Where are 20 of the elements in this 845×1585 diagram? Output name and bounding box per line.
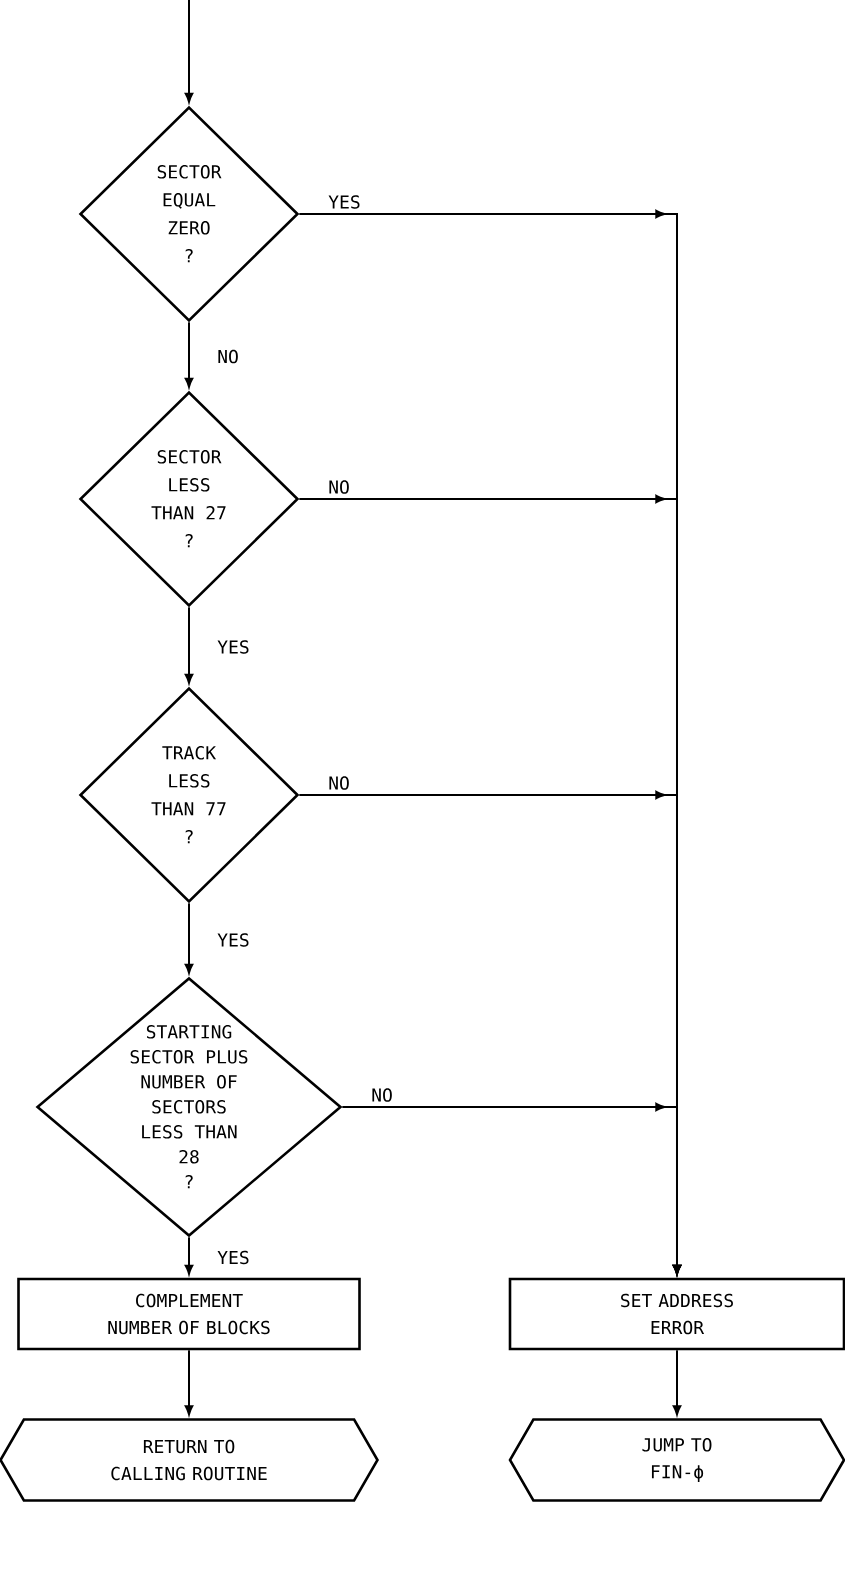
arrow — [184, 321, 194, 388]
edge-label: NO — [369, 1086, 395, 1104]
process-box: SET ADDRESS ERROR — [508, 1277, 845, 1351]
edge-label: NO — [326, 478, 352, 496]
terminal-hexagon: JUMP TO FIN-ϕ — [508, 1418, 845, 1502]
arrow — [184, 1349, 194, 1416]
edge-label: YES — [215, 638, 252, 656]
edge-label: YES — [215, 931, 252, 949]
arrow — [184, 0, 194, 103]
arrow — [184, 606, 194, 684]
arrow — [341, 1102, 682, 1275]
edge-label: NO — [326, 774, 352, 792]
edge-label: NO — [215, 347, 241, 366]
terminal-hexagon: RETURN TO CALLING ROUTINE — [0, 1418, 379, 1502]
edge-label: YES — [215, 1248, 252, 1267]
arrow — [184, 1236, 194, 1275]
arrow — [672, 1349, 682, 1416]
process-box: COMPLEMENT NUMBER OF BLOCKS — [17, 1277, 361, 1351]
edge-label: YES — [326, 193, 363, 211]
arrow — [184, 902, 194, 974]
